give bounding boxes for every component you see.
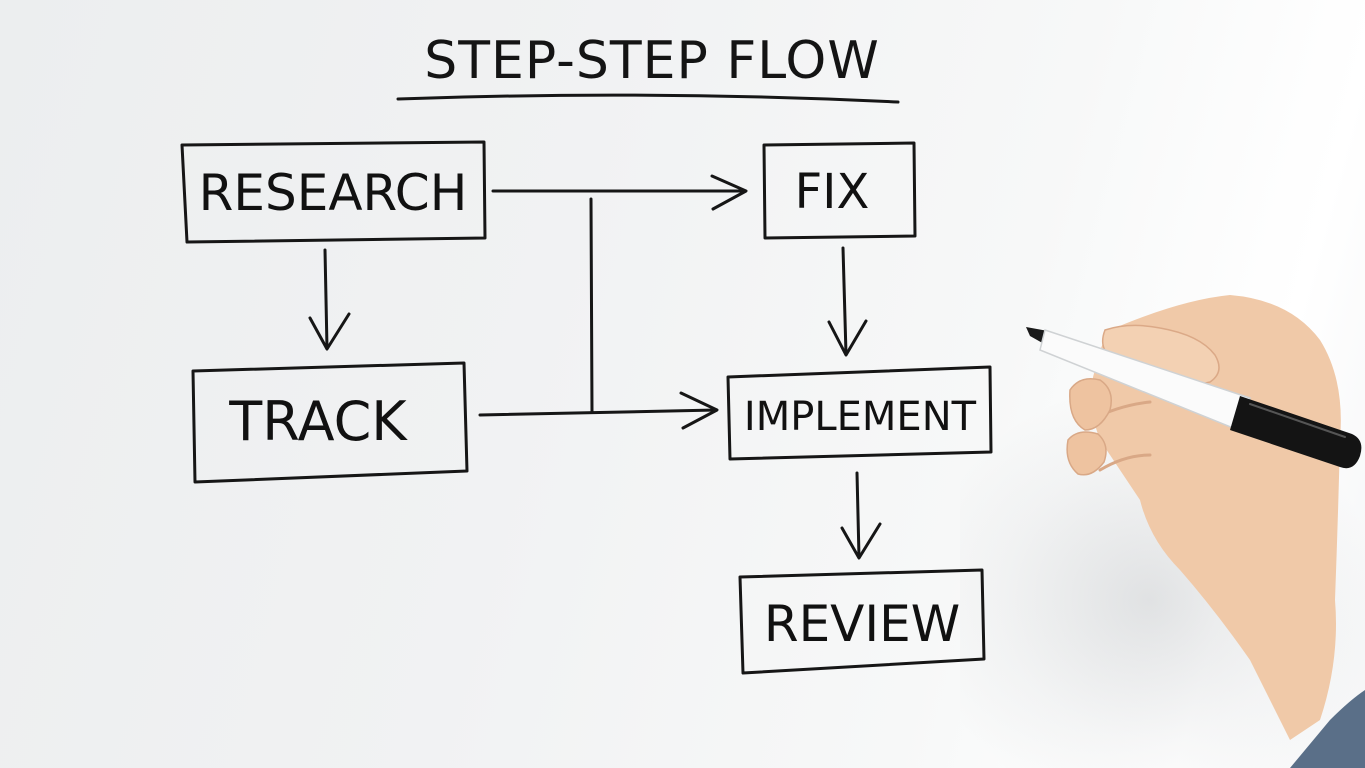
implement-label: IMPLEMENT — [744, 394, 977, 440]
sleeve — [1290, 690, 1365, 768]
fingers — [1066, 378, 1112, 476]
arrow-research-to-fix — [491, 174, 748, 211]
hand-icon — [1066, 295, 1365, 768]
arrow-implement-to-review — [840, 471, 882, 560]
diagram-title: STEP-STEP FLOW — [424, 31, 880, 91]
title-underline — [396, 93, 900, 104]
research-label: RESEARCH — [199, 164, 468, 222]
hand-palm — [1091, 295, 1341, 740]
marker-cap-highlight — [1249, 403, 1346, 438]
fix-box — [762, 141, 917, 240]
review-label: REVIEW — [764, 595, 960, 653]
arrow-track-to-implement — [478, 391, 719, 430]
track-box — [191, 361, 469, 484]
marker-cap — [1230, 396, 1362, 469]
connector-vertical — [589, 197, 594, 414]
node-research: RESEARCH — [180, 140, 487, 244]
node-review: REVIEW — [738, 568, 986, 675]
review-box — [738, 568, 986, 675]
research-box — [180, 140, 487, 244]
implement-box — [726, 365, 993, 461]
node-implement: IMPLEMENT — [726, 365, 993, 461]
marker-icon — [1026, 327, 1362, 469]
fix-label: FIX — [795, 164, 870, 220]
node-track: TRACK — [191, 361, 469, 484]
node-fix: FIX — [762, 141, 917, 240]
arrow-research-to-track — [308, 248, 351, 351]
arrow-fix-to-implement — [827, 246, 868, 357]
track-label: TRACK — [228, 390, 408, 453]
